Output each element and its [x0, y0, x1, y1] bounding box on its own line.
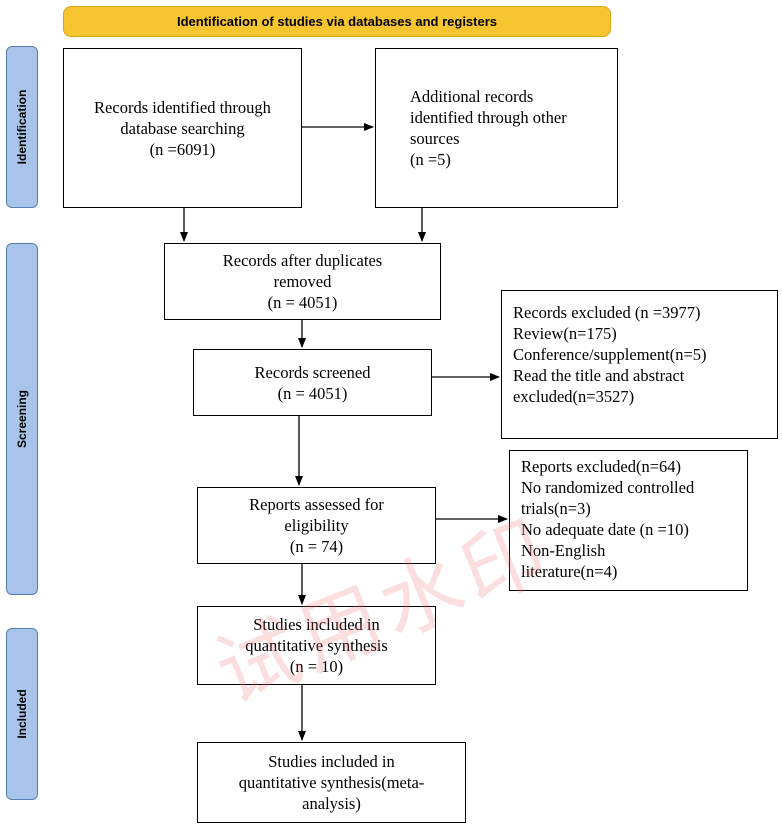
- box-line: quantitative synthesis: [245, 636, 388, 655]
- box-line: Records identified through: [94, 97, 271, 117]
- box-line: Studies included in: [268, 752, 395, 771]
- box-line: Review(n=175): [513, 324, 617, 343]
- box-line: sources: [410, 129, 460, 148]
- box-line: (n = 4051): [267, 293, 338, 312]
- box-records-screened: Records screened (n = 4051): [193, 349, 432, 416]
- box-line: database searching: [120, 118, 245, 138]
- box-line: removed: [273, 272, 332, 291]
- box-database-search: Records identified through database sear…: [63, 48, 302, 208]
- box-line: Studies included in: [253, 615, 380, 634]
- box-meta-analysis: Studies included in quantitative synthes…: [197, 742, 466, 823]
- box-line: quantitative synthesis(meta-: [238, 773, 425, 792]
- box-line: (n = 10): [289, 657, 344, 676]
- box-records-excluded: Records excluded (n =3977) Review(n=175)…: [501, 290, 778, 439]
- box-quantitative-synthesis: Studies included in quantitative synthes…: [197, 606, 436, 685]
- box-line: (n =5): [410, 150, 451, 169]
- header-title: Identification of studies via databases …: [176, 14, 498, 29]
- box-line: Additional records: [410, 87, 534, 106]
- box-line: Read the title and abstract: [513, 366, 685, 385]
- box-duplicates-removed: Records after duplicates removed (n = 40…: [164, 243, 441, 320]
- box-line: (n = 4051): [277, 383, 348, 403]
- box-reports-excluded: Reports excluded(n=64) No randomized con…: [509, 450, 748, 591]
- box-other-sources: Additional records identified through ot…: [375, 48, 618, 208]
- box-line: analysis): [302, 794, 361, 813]
- phase-label-screening: Screening: [6, 243, 38, 595]
- phase-label-identification: Identification: [6, 46, 38, 208]
- box-reports-eligibility: Reports assessed for eligibility (n = 74…: [197, 487, 436, 564]
- box-line: Reports excluded(n=64): [521, 457, 682, 476]
- box-line: Records excluded (n =3977): [513, 303, 701, 322]
- box-line: Reports assessed for: [249, 495, 384, 514]
- box-line: excluded(n=3527): [513, 387, 635, 406]
- box-line: No randomized controlled: [521, 478, 695, 497]
- box-line: No adequate date (n =10): [521, 520, 689, 539]
- box-line: literature(n=4): [521, 562, 618, 581]
- box-line: Non-English: [521, 541, 606, 560]
- box-line: (n = 74): [289, 537, 344, 556]
- box-line: (n =6091): [149, 139, 216, 159]
- box-line: eligibility: [284, 516, 349, 535]
- box-line: Conference/supplement(n=5): [513, 345, 707, 364]
- box-line: Records after duplicates: [222, 251, 383, 270]
- header-banner: Identification of studies via databases …: [63, 6, 611, 37]
- phase-label-included: Included: [6, 628, 38, 800]
- box-line: Records screened: [254, 362, 371, 382]
- box-line: trials(n=3): [521, 499, 591, 518]
- box-line: identified through other: [410, 108, 567, 127]
